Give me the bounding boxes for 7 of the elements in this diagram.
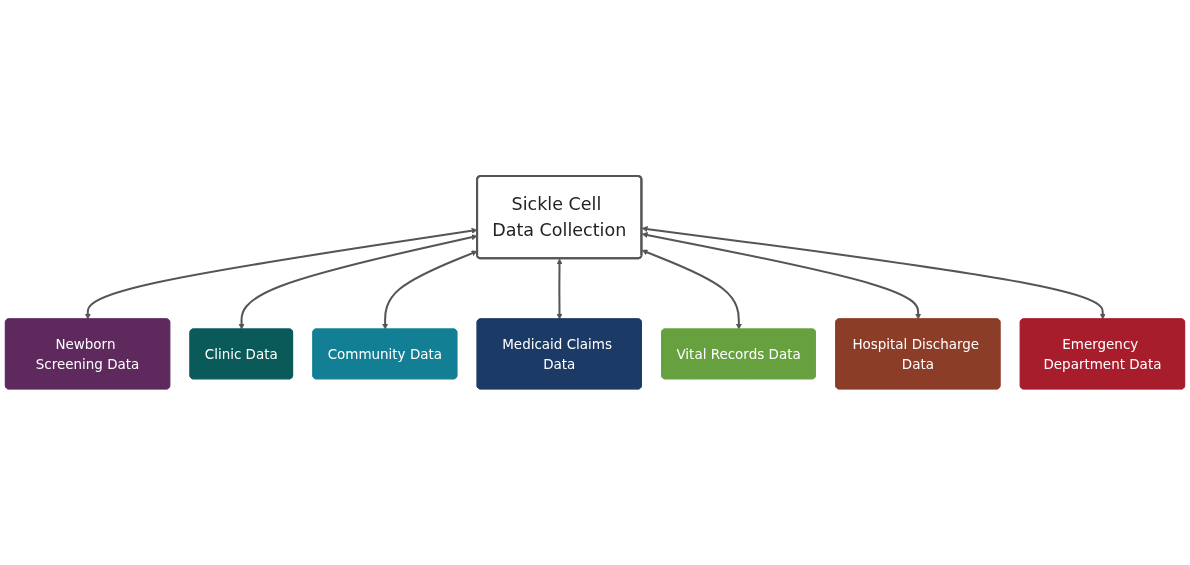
- arrow: [556, 258, 563, 320]
- arrow: [641, 249, 742, 330]
- arrow: [641, 232, 922, 320]
- arrow: [641, 226, 1106, 320]
- arrow: [84, 227, 478, 320]
- arrow: [382, 250, 478, 330]
- arrow: [238, 234, 478, 330]
